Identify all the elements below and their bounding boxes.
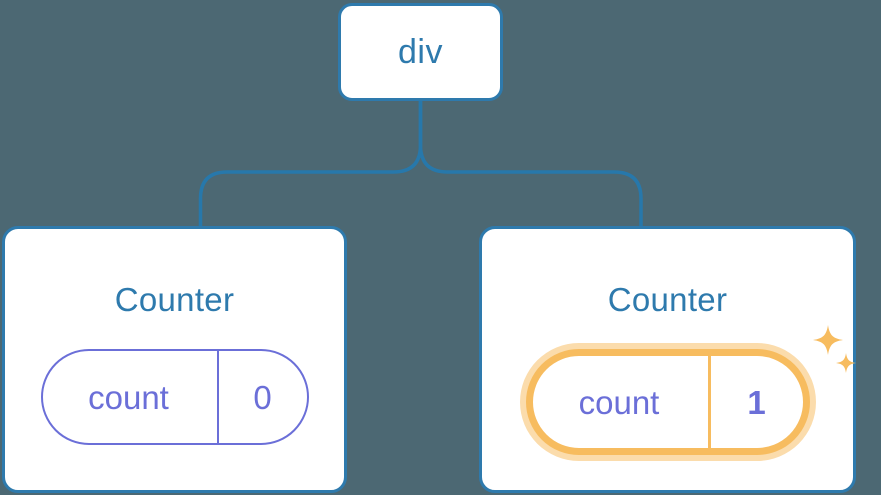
component-title: Counter [607, 281, 728, 318]
component-title: Counter [114, 281, 235, 318]
state-pill-wrapper: count 1 [525, 325, 856, 455]
state-value-cell: 0 [219, 351, 307, 443]
state-key-cell: count [533, 356, 711, 448]
root-node-label: div [398, 33, 443, 71]
sparkle-group [812, 325, 856, 373]
sparkle-small-icon [835, 353, 856, 373]
state-pill[interactable]: count 0 [40, 349, 309, 445]
state-value-label: 0 [253, 378, 272, 416]
component-card-counter-left[interactable]: Counter count 0 [2, 226, 347, 493]
sparkle-large-icon [812, 325, 843, 355]
state-key-cell: count [43, 351, 219, 443]
state-value-label: 1 [747, 383, 766, 421]
root-node-div[interactable]: div [338, 3, 503, 101]
state-pill-wrapper: count 0 [40, 349, 309, 445]
state-value-cell: 1 [711, 356, 803, 448]
state-key-label: count [578, 383, 660, 421]
component-card-counter-right[interactable]: Counter count 1 [479, 226, 856, 493]
state-pill-highlighted[interactable]: count 1 [525, 349, 810, 455]
state-key-label: count [88, 378, 169, 416]
